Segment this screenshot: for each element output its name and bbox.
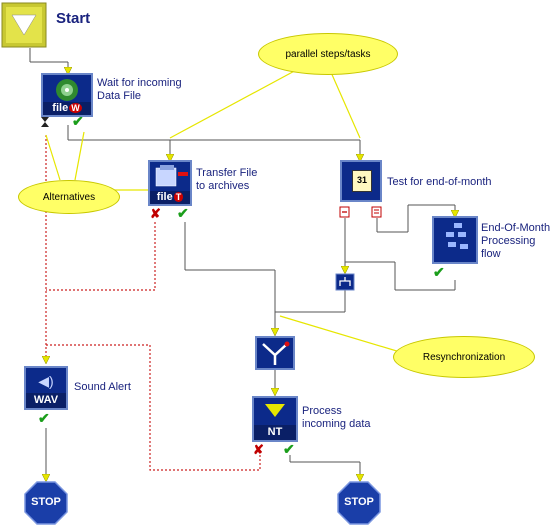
sound-label: Sound Alert <box>74 381 131 393</box>
transfer-success-icon: ✔ <box>177 205 189 221</box>
wait-success-icon: ✔ <box>72 113 84 129</box>
sound-alert-step[interactable]: ◀) WAV <box>24 366 68 410</box>
process-failure-icon: ✘ <box>253 442 264 457</box>
stop-icon <box>337 481 381 525</box>
test-true-marker <box>371 206 382 218</box>
speaker-icon: ◀) <box>38 373 54 389</box>
pointer-resync <box>279 315 401 353</box>
merge-icon <box>262 341 290 365</box>
junction-icon <box>335 273 355 291</box>
process-caption: NT <box>254 425 296 440</box>
hourglass-icon <box>41 117 49 127</box>
resynchronization-step[interactable] <box>255 336 295 370</box>
start-label: Start <box>56 10 91 27</box>
test-month-step[interactable]: 31 <box>340 160 382 202</box>
callout-alternatives: Alternatives <box>18 180 120 214</box>
calendar-icon: 31 <box>352 170 372 192</box>
file-watch-icon <box>56 79 78 101</box>
pointer-parallel-2 <box>329 69 361 139</box>
callout-parallel: parallel steps/tasks <box>258 33 398 75</box>
process-data-step[interactable]: NT <box>252 396 298 442</box>
alternative-path-process <box>46 344 261 471</box>
stop-sign-left: STOP <box>24 481 68 525</box>
pointer-alt-1 <box>45 134 61 181</box>
pointer-alt-2 <box>74 131 85 181</box>
sound-caption: WAV <box>26 393 66 408</box>
test-label: Test for end-of-month <box>387 176 492 188</box>
stop-icon <box>24 481 68 525</box>
start-icon <box>1 2 47 48</box>
test-false-marker <box>339 206 350 218</box>
folder-transfer-icon <box>155 165 188 187</box>
eom-success-icon: ✔ <box>433 264 445 280</box>
stop-sign-right: STOP <box>337 481 381 525</box>
callout-resynchronization: Resynchronization <box>393 336 535 378</box>
eom-flow-step[interactable] <box>432 216 478 264</box>
play-down-icon <box>265 404 285 417</box>
sound-success-icon: ✔ <box>38 410 50 426</box>
alternative-path-transfer <box>46 222 156 291</box>
pointer-parallel-1 <box>169 67 301 139</box>
transfer-failure-icon: ✘ <box>150 206 161 221</box>
process-success-icon: ✔ <box>283 441 295 457</box>
subflow-icon <box>446 223 468 249</box>
